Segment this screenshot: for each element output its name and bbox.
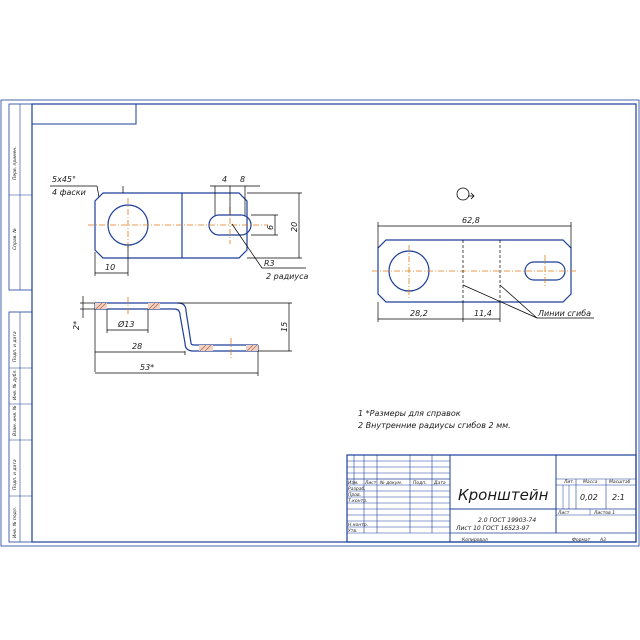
side-stamp-label: Подп. и дата (12, 331, 18, 362)
tb-mass-header: Масса (583, 479, 598, 485)
note-2: 2 Внутренние радиусы сгибов 2 мм. (358, 421, 511, 430)
outer-frame (0, 99, 640, 547)
dim-10: 10 (105, 263, 115, 272)
dim-53: 53* (140, 363, 154, 372)
top-stamp-box (31, 103, 137, 125)
tb-copied: Копировал (462, 537, 488, 543)
radius-label: R3 (264, 259, 275, 268)
dim-2: 2* (72, 321, 81, 330)
material-line-2: Лист 10 ГОСТ 16523-97 (455, 525, 530, 532)
dim-28: 28 (132, 342, 142, 351)
view-c-flat-pattern: 62,8 28,2 11,4 Линии сгиба (372, 187, 594, 322)
title-block: Изм. Лист № докум. Подп. Дата Разраб. Пр… (346, 454, 637, 543)
tb-role-dev: Разраб. (348, 486, 366, 492)
view-b-section: 2* Ø13 28 53* 15 (72, 296, 292, 376)
hatch-lower (199, 344, 258, 352)
tb-role-tcontr: Т.контр. (348, 498, 368, 504)
tb-sheet: Лист (557, 510, 570, 516)
side-stamp-label: Инв. № дубл. (12, 369, 18, 400)
side-stamp: Перв. примен. Справ. № Подп. и дата Инв.… (8, 103, 33, 543)
tb-lit: Лит. (563, 479, 574, 485)
tb-role-utv: Утв. (348, 528, 357, 534)
bend-lines-label: Линии сгиба (537, 309, 591, 318)
side-stamp-label: Взам. инв. № (12, 405, 18, 436)
plate-outline (94, 192, 248, 259)
view-a-plan: 5x45° 4 фаски 4 8 6 20 10 R3 2 радиуса (50, 175, 308, 281)
tb-format: Формат (572, 537, 591, 543)
dim-6: 6 (266, 225, 275, 230)
tb-sheets: Листов 1 (593, 510, 615, 516)
tb-role-check: Пров. (348, 492, 361, 498)
tb-sign: Подп. (413, 480, 427, 486)
chamfer-count: 4 фаски (52, 188, 86, 197)
tb-doc: № докум. (379, 480, 402, 486)
side-stamp-label: Справ. № (12, 228, 18, 250)
radius-count: 2 радиуса (266, 272, 308, 281)
tb-list: Лист (364, 480, 377, 486)
tb-format-value: А3 (599, 537, 606, 543)
tb-izm: Изм. (348, 480, 359, 486)
dim-phi13: Ø13 (117, 319, 134, 329)
dim-8: 8 (240, 175, 245, 184)
dim-4: 4 (222, 175, 227, 184)
tb-scale-header: Масштаб (609, 479, 631, 485)
part-name: Кронштейн (458, 486, 549, 504)
note-1: 1 *Размеры для справок (358, 409, 461, 418)
dim-28-2: 28,2 (410, 309, 428, 318)
dim-15: 15 (280, 322, 289, 332)
hatch-upper (95, 302, 160, 310)
unfolded-symbol-icon (456, 187, 470, 201)
dim-20: 20 (290, 222, 299, 232)
side-stamp-label: Перв. примен. (12, 146, 18, 180)
tb-date: Дата (433, 480, 446, 486)
side-stamp-label: Инв. № подл. (12, 507, 18, 538)
flat-outline (377, 239, 572, 303)
dim-11-4: 11,4 (474, 309, 492, 318)
chamfer-note: 5x45° (52, 175, 76, 184)
tb-role-ncontr: Н.контр. (348, 522, 368, 528)
dim-62-8: 62,8 (462, 216, 480, 225)
side-stamp-label: Подп. и дата (12, 459, 18, 490)
tb-mass: 0,02 (580, 493, 598, 502)
material-line-1: 2.0 ГОСТ 19903-74 (478, 517, 536, 524)
tb-scale: 2:1 (612, 493, 625, 502)
technical-notes: 1 *Размеры для справок 2 Внутренние ради… (358, 409, 511, 430)
